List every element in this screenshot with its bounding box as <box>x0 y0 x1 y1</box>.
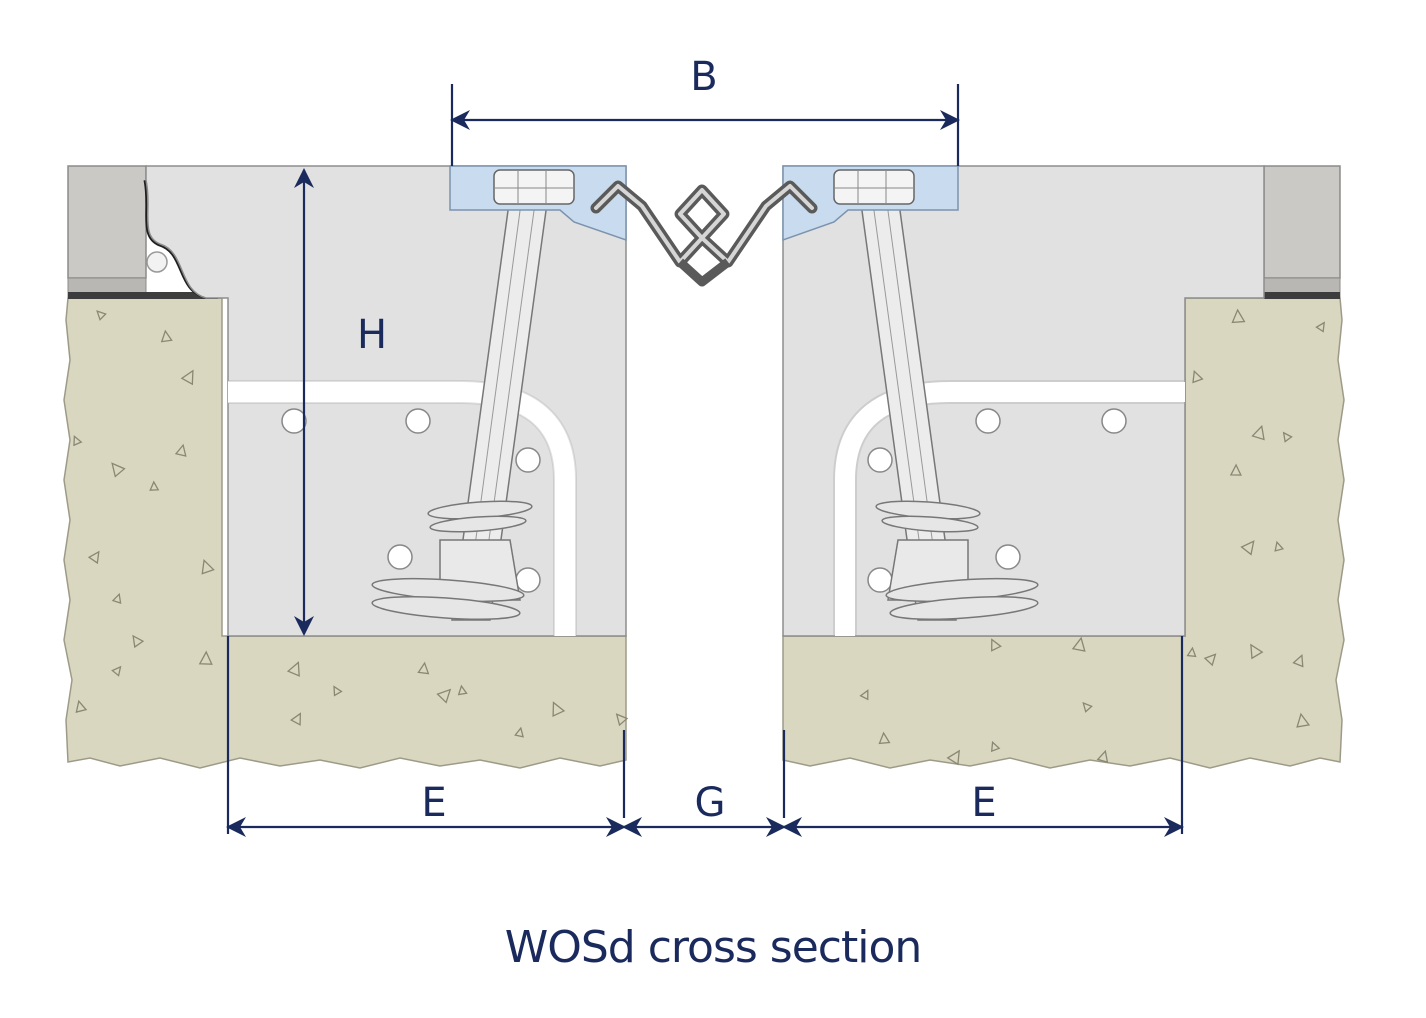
aggregate-mark <box>1250 643 1264 660</box>
dimension-lines <box>226 84 1184 837</box>
diagram-caption: WOSd cross section <box>504 922 923 973</box>
aggregate-mark <box>75 699 88 713</box>
aggregate-mark <box>991 638 1002 652</box>
aggregate-mark <box>1296 712 1311 728</box>
right-asphalt <box>1263 165 1341 279</box>
aggregate-mark <box>1203 653 1217 667</box>
aggregate-mark <box>1274 540 1285 552</box>
aggregate-mark <box>457 684 468 696</box>
aggregate-mark <box>436 688 452 704</box>
right-concrete <box>782 297 1345 769</box>
right-structure <box>782 165 1345 769</box>
left-concrete <box>63 297 627 769</box>
aggregate-mark <box>73 435 83 447</box>
aggregate-mark <box>859 689 869 701</box>
aggregate-mark <box>1231 308 1246 324</box>
aggregate-mark <box>201 558 215 575</box>
aggregate-mark <box>878 731 891 745</box>
aggregate-mark <box>1071 636 1086 652</box>
aggregate-mark <box>990 740 1001 753</box>
aggregate-mark <box>1315 321 1325 333</box>
dim-e-left-label: E <box>421 780 446 826</box>
aggregate-mark <box>96 310 107 321</box>
dim-b-label: B <box>690 54 717 100</box>
aggregate-marks <box>73 308 1325 766</box>
rubber-seal <box>590 180 818 287</box>
aggregate-mark <box>111 462 126 478</box>
dim-e-right-label: E <box>971 780 996 826</box>
aggregate-mark <box>132 634 145 649</box>
aggregate-mark <box>1096 749 1109 764</box>
aggregate-mark <box>111 665 122 677</box>
aggregate-mark <box>333 685 343 697</box>
aggregate-mark <box>198 650 213 665</box>
aggregate-mark <box>1251 424 1265 441</box>
aggregate-mark <box>111 592 122 604</box>
aggregate-mark <box>290 712 302 726</box>
aggregate-mark <box>1292 654 1304 668</box>
aggregate-mark <box>87 550 100 565</box>
aggregate-mark <box>286 661 300 677</box>
left-structure <box>63 165 627 769</box>
aggregate-mark <box>160 329 173 343</box>
aggregate-mark <box>417 661 430 675</box>
aggregate-mark <box>1229 463 1242 476</box>
left-asphalt <box>67 165 147 279</box>
left-anchor-bolt <box>371 195 549 621</box>
dim-g-label: G <box>695 780 726 826</box>
aggregate-mark <box>514 726 524 738</box>
aggregate-mark <box>1240 540 1255 556</box>
aggregate-mark <box>149 480 160 491</box>
dim-h-label: H <box>357 312 387 358</box>
aggregate-mark <box>615 713 629 727</box>
aggregate-mark <box>174 443 187 457</box>
aggregate-mark <box>946 749 960 766</box>
aggregate-mark <box>1186 646 1197 658</box>
aggregate-mark <box>1082 701 1093 713</box>
aggregate-mark <box>1282 431 1293 443</box>
aggregate-mark <box>552 701 566 718</box>
aggregate-mark <box>180 369 194 386</box>
aggregate-mark <box>1192 369 1204 384</box>
